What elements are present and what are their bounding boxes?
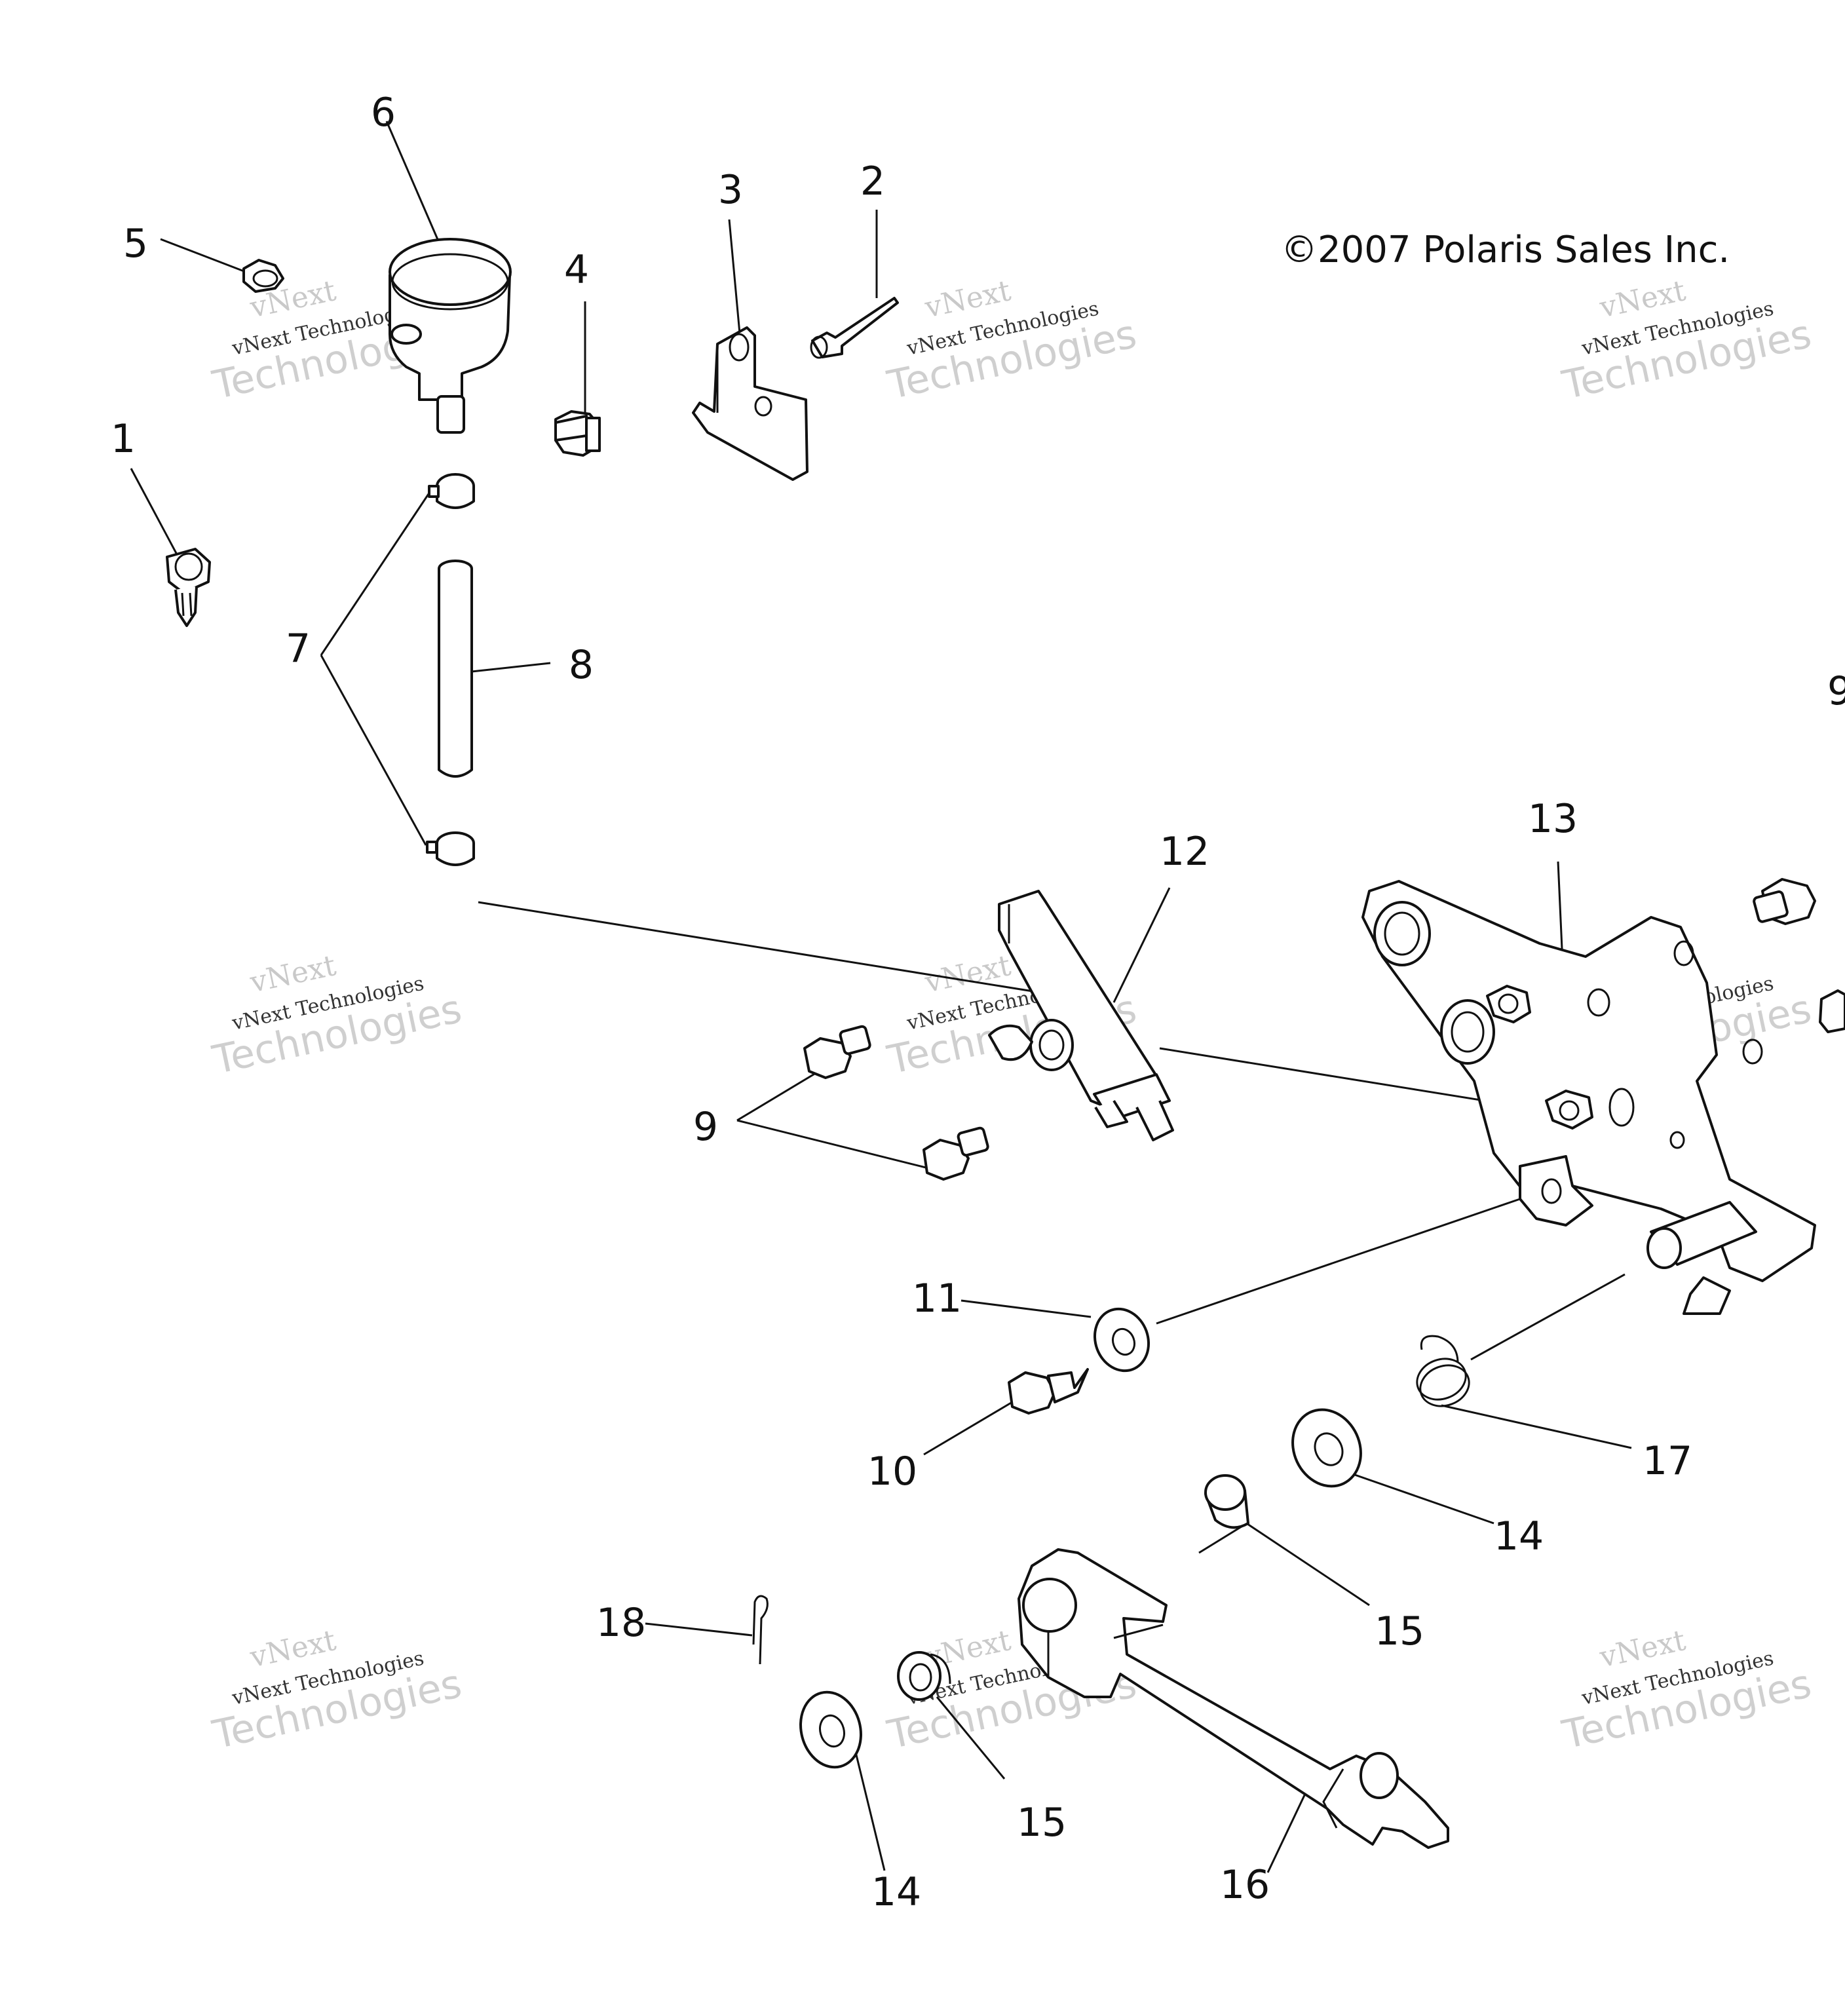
spring [1416,1335,1470,1407]
watermark: vNext vNext Technologies Technologies [883,274,1141,409]
callout-14-upper: 14 [1494,1513,1544,1559]
callout-15-upper: 15 [1375,1608,1424,1654]
callout-9: 9 [693,1104,718,1150]
reservoir [389,238,512,434]
watermark: vNext vNext Technologies Technologies [1558,274,1816,409]
callout-labels: 6 5 3 2 4 1 7 8 12 13 9 9 11 10 17 14 15… [111,90,1845,1915]
callout-17: 17 [1643,1438,1692,1484]
callout-7: 7 [286,626,311,672]
callout-2: 2 [860,159,885,204]
callout-18: 18 [596,1600,646,1646]
washer [1093,1307,1151,1373]
washer [799,1690,862,1769]
washer [1291,1408,1362,1488]
callout-9-right: 9 [1827,668,1845,714]
mounting-plate [1361,880,1816,1315]
callout-6: 6 [371,90,396,136]
screw [1008,1368,1089,1415]
callout-10: 10 [867,1449,917,1494]
callout-14-lower: 14 [871,1869,921,1915]
callout-4: 4 [564,247,589,293]
bracket [692,326,808,481]
callout-13: 13 [1528,796,1578,842]
brake-pedal [1018,1548,1449,1849]
bolt [803,1025,871,1079]
watermark: vNext vNext Technologies Technologies [1558,1624,1816,1759]
cotter-pin [752,1595,769,1665]
hose [438,560,473,778]
callout-1: 1 [111,416,136,462]
hose-clamp [426,831,475,866]
rivet [810,297,899,359]
bolt [922,1126,989,1181]
callout-3: 3 [718,167,743,213]
callout-8: 8 [569,642,594,688]
copyright-text: ©2007 Polaris Sales Inc. [1281,229,1730,271]
watermark: vNext vNext Technologies Technologies [208,1624,466,1759]
callout-16: 16 [1220,1862,1270,1908]
bushing [897,1651,951,1701]
bolt [1753,878,1816,925]
master-cylinder [988,890,1174,1141]
leader-lines [130,121,1632,1873]
callout-11: 11 [912,1276,962,1322]
bushing [1204,1474,1249,1529]
callout-15-lower: 15 [1017,1800,1067,1846]
nut [242,259,284,293]
hose-clamp [428,473,475,509]
clip [166,548,211,627]
bolt [554,410,601,457]
watermark: vNext vNext Technologies Technologies [208,949,466,1084]
bolt [1819,989,1845,1033]
callout-12: 12 [1160,829,1209,875]
callout-5: 5 [123,221,148,267]
